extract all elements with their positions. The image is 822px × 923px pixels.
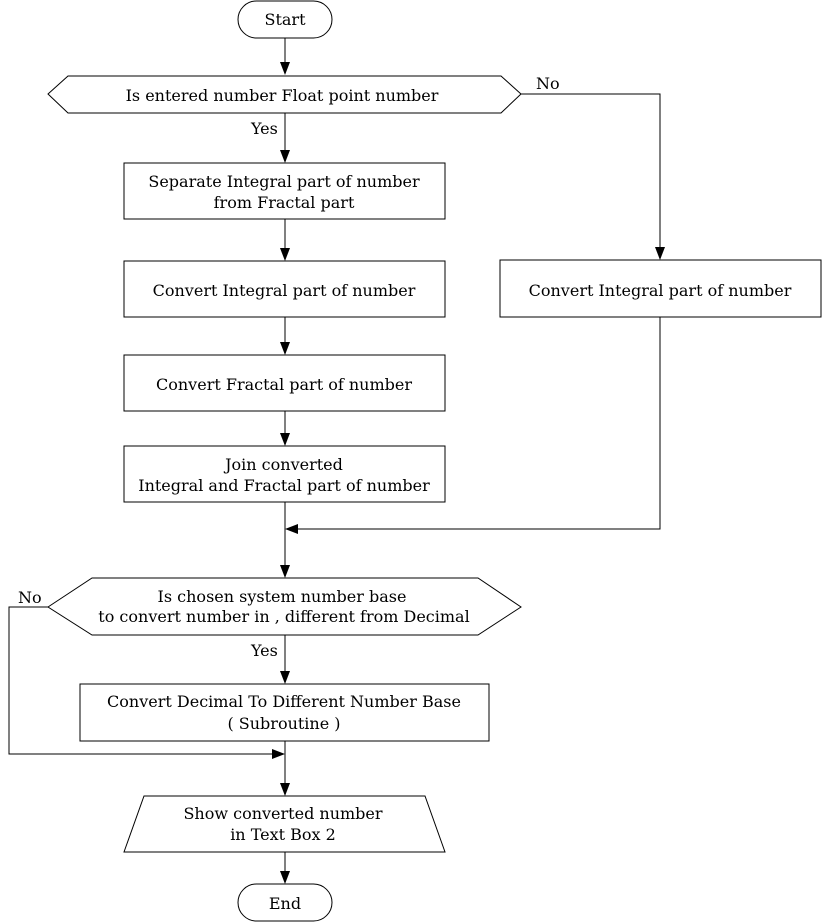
- convert-integral-right-label: Convert Integral part of number: [529, 281, 792, 300]
- separate-line1: Separate Integral part of number: [148, 172, 420, 191]
- convert-integral-right-process: Convert Integral part of number: [499, 259, 822, 318]
- arrowhead: [280, 433, 290, 446]
- convert-decimal-subroutine: Convert Decimal To Different Number Base…: [79, 683, 490, 742]
- arrowhead: [280, 871, 290, 884]
- float-no-label: No: [536, 74, 560, 93]
- arrowhead: [655, 247, 665, 260]
- convert-decimal-line1: Convert Decimal To Different Number Base: [107, 692, 461, 711]
- arrowhead: [280, 150, 290, 163]
- float-decision-label: Is entered number Float point number: [126, 86, 439, 105]
- arrowhead: [272, 749, 285, 759]
- convert-integral-left-label: Convert Integral part of number: [153, 281, 416, 300]
- float-point-decision: Is entered number Float point number: [47, 75, 522, 114]
- start-label: Start: [264, 10, 306, 29]
- show-output: Show converted number in Text Box 2: [123, 795, 446, 853]
- edge-float-no-to-convert-integral-right: [521, 93, 661, 247]
- float-yes-label: Yes: [250, 119, 278, 138]
- convert-fractal-label: Convert Fractal part of number: [156, 375, 412, 394]
- end-terminal: End: [237, 883, 333, 922]
- arrowhead: [280, 342, 290, 355]
- arrowhead: [280, 565, 290, 578]
- base-yes-label: Yes: [250, 641, 278, 660]
- start-terminal: Start: [237, 0, 333, 39]
- convert-fractal-process: Convert Fractal part of number: [123, 354, 446, 412]
- convert-integral-left-process: Convert Integral part of number: [123, 260, 446, 318]
- edge-base-no-to-merge: [8, 606, 272, 755]
- arrowhead: [280, 671, 290, 684]
- arrowhead: [285, 524, 298, 534]
- arrowhead: [280, 783, 290, 796]
- separate-line2: from Fractal part: [214, 193, 355, 212]
- join-process: Join converted Integral and Fractal part…: [123, 445, 446, 503]
- base-decision-line2: to convert number in , different from De…: [98, 607, 469, 626]
- end-label: End: [269, 894, 301, 913]
- join-line1: Join converted: [223, 455, 343, 474]
- number-base-decision: Is chosen system number base to convert …: [47, 577, 522, 636]
- base-no-label: No: [18, 588, 42, 607]
- convert-decimal-line2: ( Subroutine ): [227, 714, 340, 733]
- edge-convert-integral-right-to-merge: [298, 317, 661, 530]
- show-line2: in Text Box 2: [230, 825, 336, 844]
- arrowhead: [280, 248, 290, 261]
- arrowhead: [280, 62, 290, 75]
- join-line2: Integral and Fractal part of number: [138, 476, 430, 495]
- separate-process: Separate Integral part of number from Fr…: [123, 162, 446, 220]
- show-line1: Show converted number: [183, 804, 382, 823]
- connectors: [8, 38, 665, 884]
- base-decision-line1: Is chosen system number base: [158, 587, 407, 606]
